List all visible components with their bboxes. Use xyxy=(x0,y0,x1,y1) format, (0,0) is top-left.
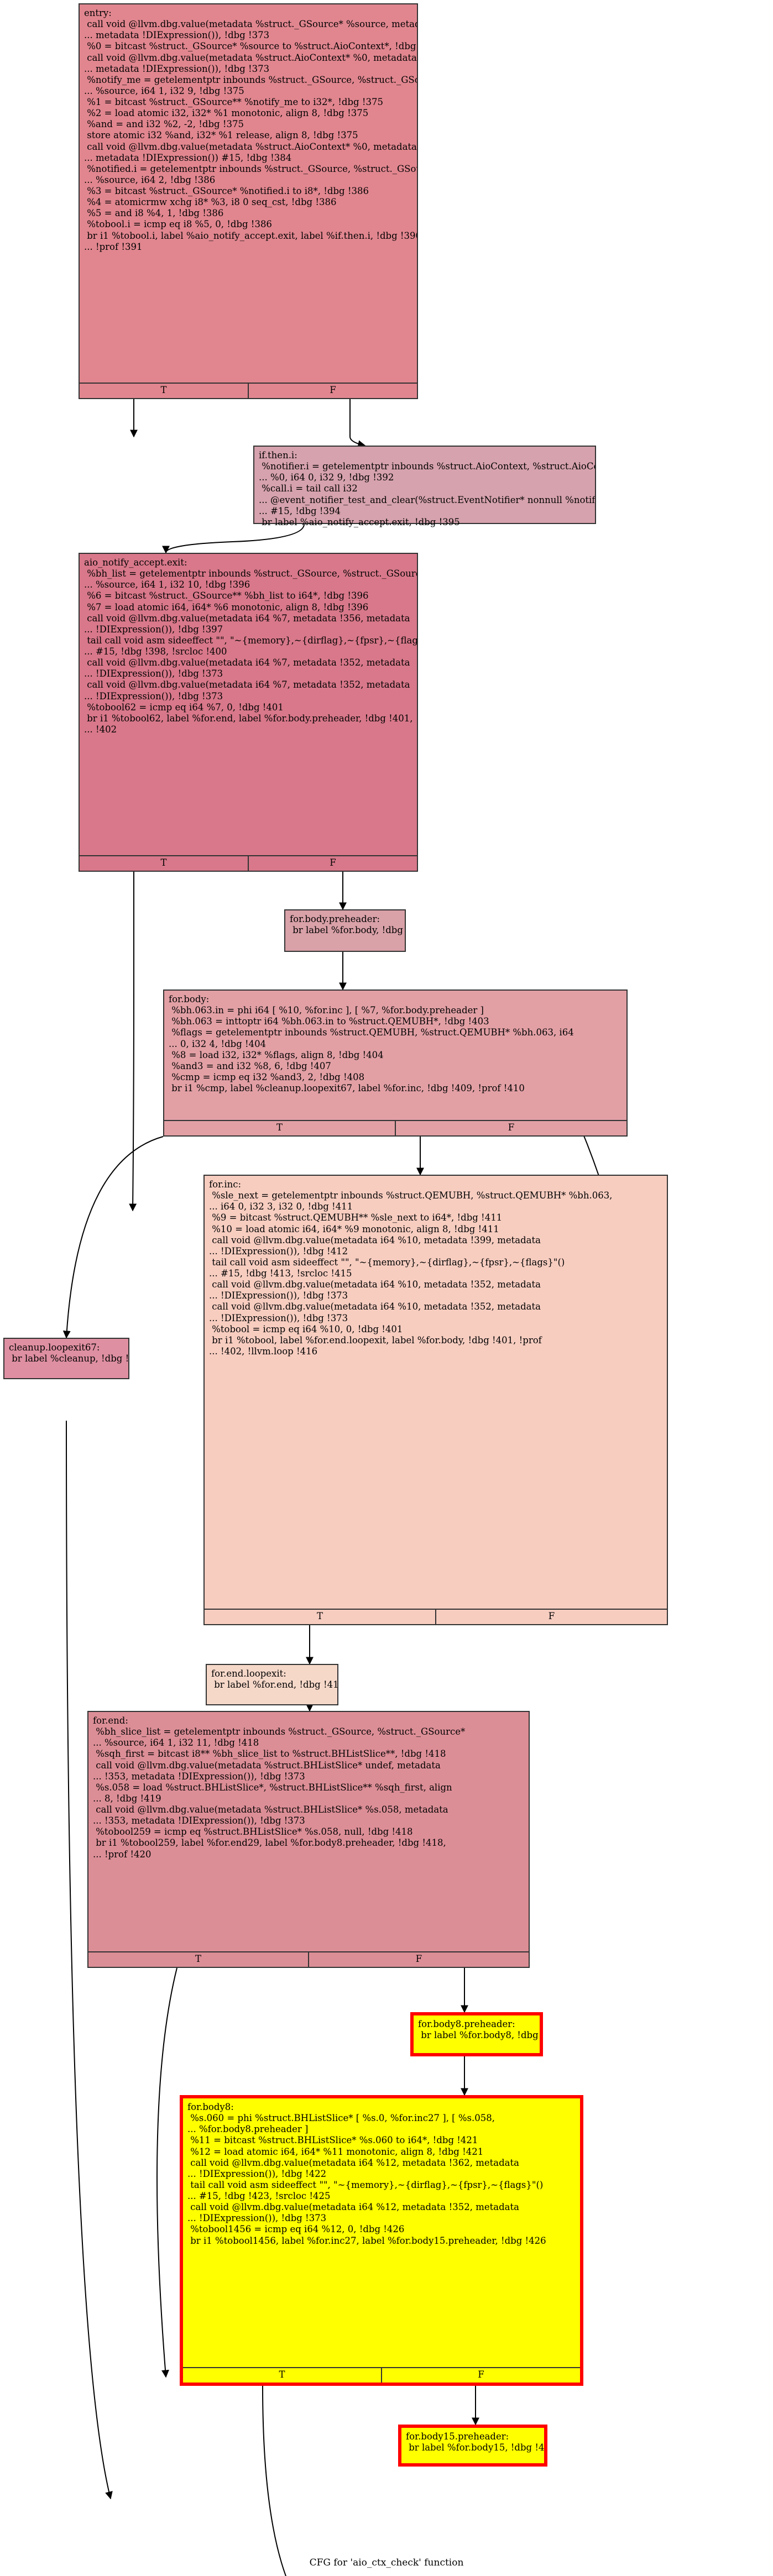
node-for-body-preheader-text: for.body.preheader: br label %for.body, … xyxy=(290,914,403,936)
branch-true-label: T xyxy=(279,2369,285,2380)
node-cleanup-loopexit67-text: cleanup.loopexit67: br label %cleanup, !… xyxy=(9,1342,128,1364)
branch-true-label: T xyxy=(195,1954,201,1964)
branch-true-label: T xyxy=(160,857,167,868)
node-for-body: for.body: %bh.063.in = phi i64 [ %10, %f… xyxy=(163,989,628,1137)
node-aio-notify-accept-exit-text: aio_notify_accept.exit: %bh_list = getel… xyxy=(84,557,417,735)
edge-entry-to-ifthen xyxy=(349,398,366,448)
edge-nobody-to-forend xyxy=(129,871,137,1212)
node-for-inc-text: for.inc: %sle_next = getelementptr inbou… xyxy=(209,1179,613,1357)
branch-true-label: T xyxy=(276,1122,283,1133)
node-for-body15-preheader: for.body15.preheader: br label %for.body… xyxy=(398,2425,547,2467)
branch-false-label: F xyxy=(248,384,417,398)
node-for-body-text: for.body: %bh.063.in = phi i64 [ %10, %f… xyxy=(169,994,574,1093)
node-for-body8-preheader-text: for.body8.preheader: br label %for.body8… xyxy=(418,2019,539,2041)
node-for-body8-preheader: for.body8.preheader: br label %for.body8… xyxy=(410,2012,543,2056)
branch-false-label: F xyxy=(435,1610,667,1624)
edge-ifthen-to-nobody xyxy=(162,523,305,554)
node-aio-notify-accept-exit: aio_notify_accept.exit: %bh_list = getel… xyxy=(79,553,418,872)
node-if-then-text: if.then.i: %notifier.i = getelementptr i… xyxy=(259,450,595,527)
node-for-end-loopexit-text: for.end.loopexit: br label %for.end, !db… xyxy=(211,1668,337,1690)
node-if-then: if.then.i: %notifier.i = getelementptr i… xyxy=(253,446,596,527)
branch-false-label: F xyxy=(248,856,417,871)
node-for-inc: for.inc: %sle_next = getelementptr inbou… xyxy=(203,1175,668,1625)
edge-forbody8-to-forinc27 xyxy=(262,2385,287,2576)
node-for-body8-text: for.body8: %s.060 = phi %struct.BHListSl… xyxy=(187,2102,546,2246)
edge-forbody-to-cleanup-loopexit67 xyxy=(62,1136,164,1339)
branch-true-label: T xyxy=(160,385,167,395)
node-entry: entry: call void @llvm.dbg.value(metadat… xyxy=(79,3,418,399)
node-for-end-text: for.end: %bh_slice_list = getelementptr … xyxy=(93,1715,466,1860)
branch-false-label: F xyxy=(308,1952,529,1967)
node-entry-text: entry: call void @llvm.dbg.value(metadat… xyxy=(84,8,417,252)
node-cleanup-loopexit67: cleanup.loopexit67: br label %cleanup, !… xyxy=(3,1338,129,1379)
node-for-body-preheader: for.body.preheader: br label %for.body, … xyxy=(284,909,406,952)
edge-forend-to-forend29 xyxy=(156,1967,177,2378)
graph-caption: CFG for 'aio_ctx_check' function xyxy=(309,2557,464,2568)
node-for-end: for.end: %bh_slice_list = getelementptr … xyxy=(87,1711,530,1968)
branch-false-label: F xyxy=(395,1121,626,1135)
node-for-end-loopexit: for.end.loopexit: br label %for.end, !db… xyxy=(206,1664,338,1705)
branch-false-label: F xyxy=(381,2368,580,2383)
branch-true-label: T xyxy=(316,1611,323,1621)
node-for-body15-preheader-text: for.body15.preheader: br label %for.body… xyxy=(406,2431,544,2453)
node-for-body8: for.body8: %s.060 = phi %struct.BHListSl… xyxy=(180,2095,583,2386)
edge-cleanup-loopexit67-to-cleanup xyxy=(66,1420,113,2500)
